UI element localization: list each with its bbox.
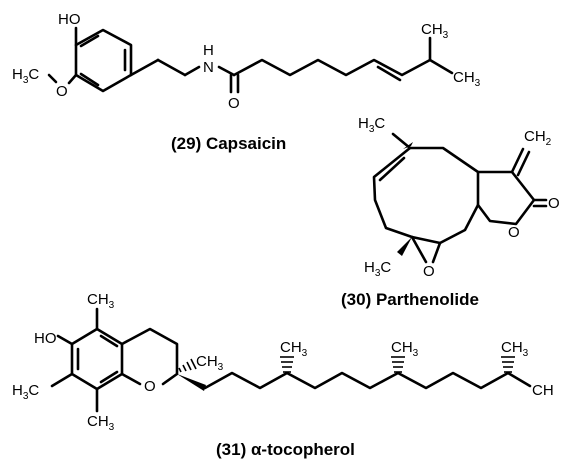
capsaicin-ring-double-bond <box>79 34 100 48</box>
parthenolide-structure: H3C CH2 O O O H3C (30) Parthenolide <box>341 115 560 309</box>
tocopherol-chain-hashed-bond <box>501 356 515 373</box>
tocopherol-ring-oxygen-label: O <box>144 378 156 395</box>
parthenolide-macrocycle <box>372 146 480 245</box>
tocopherol-chain-methyl-label: CH3 <box>391 339 419 359</box>
parthenolide-methylene-bond <box>516 150 531 177</box>
parthenolide-methyl-bottom-label: H3C <box>364 259 391 279</box>
capsaicin-methyl-bond <box>47 73 58 84</box>
capsaicin-nh-bond <box>183 65 201 77</box>
capsaicin-ether-oxygen-label: O <box>56 83 68 100</box>
capsaicin-caption: (29) Capsaicin <box>171 134 286 153</box>
capsaicin-ome-bond <box>67 73 78 85</box>
tocopherol-chain-methyl-label: CH3 <box>501 339 529 359</box>
tocopherol-structure: HO O CH3 H3C CH3 CH3 CH3 CH3 CH3 CH (31)… <box>12 291 554 459</box>
capsaicin-benzyl-bond <box>129 58 160 77</box>
capsaicin-methyl-top-label: CH3 <box>421 21 449 41</box>
tocopherol-chain-wedge <box>177 374 206 391</box>
capsaicin-ring-double-bond <box>79 72 100 87</box>
tocopherol-hashed-bond <box>178 358 197 373</box>
tocopherol-chain-methyl-label: CH3 <box>280 339 308 359</box>
parthenolide-lactone-oxygen-label: O <box>508 224 520 241</box>
tocopherol-methyl-top-label: CH3 <box>87 291 115 311</box>
capsaicin-methoxy-methyl-label: H3C <box>12 66 39 86</box>
parthenolide-caption: (30) Parthenolide <box>341 290 479 309</box>
tocopherol-chroman-ring <box>120 372 142 386</box>
tocopherol-chain-hashed-bond <box>391 356 405 373</box>
tocopherol-aromatic-ring <box>70 327 124 391</box>
tocopherol-chroman-ring <box>120 327 179 386</box>
tocopherol-chain-hashed-bond <box>280 356 294 373</box>
tocopherol-methyl-left-label: H3C <box>12 382 39 402</box>
tocopherol-hydroxyl-label: HO <box>34 330 57 347</box>
tocopherol-terminal-methyl-label: CH <box>532 382 554 399</box>
parthenolide-epoxide-bond <box>431 241 442 264</box>
parthenolide-keto-oxygen-label: O <box>548 195 560 212</box>
parthenolide-methyl-label: H3C <box>358 115 385 135</box>
capsaicin-benzyl-bond <box>156 58 187 77</box>
tocopherol-phytyl-chain <box>203 371 532 390</box>
capsaicin-structure: HO N H O O H3C CH3 CH3 (29) Capsaicin <box>12 11 481 153</box>
tocopherol-c2-methyl-label: CH3 <box>196 353 224 373</box>
parthenolide-lactone-ring <box>476 170 536 226</box>
tocopherol-methyl-bottom-label: CH3 <box>87 413 115 433</box>
capsaicin-nitrogen-label: N <box>203 59 214 76</box>
capsaicin-carbonyl-oxygen-label: O <box>228 95 240 112</box>
tocopherol-caption: (31) α-tocopherol <box>216 440 355 459</box>
capsaicin-nh-hydrogen-label: H <box>203 42 214 59</box>
tocopherol-hydroxyl-bond <box>56 334 74 346</box>
parthenolide-methylene-label: CH2 <box>524 128 552 148</box>
tocopherol-ring-double-bond <box>99 370 119 384</box>
parthenolide-epoxide-bond <box>410 235 428 264</box>
capsaicin-benzene-ring <box>74 28 133 93</box>
capsaicin-hydroxyl-label: HO <box>58 11 81 28</box>
parthenolide-methyl-bond <box>391 132 412 150</box>
capsaicin-alkyl-chain <box>232 58 454 77</box>
capsaicin-trans-double-bond <box>376 65 402 82</box>
capsaicin-methyl-right-label: CH3 <box>453 69 481 89</box>
tocopherol-methyl-bond <box>50 372 74 388</box>
parthenolide-epoxide-oxygen-label: O <box>423 263 435 280</box>
capsaicin-nh-bond <box>217 65 236 77</box>
tocopherol-ring-double-bond <box>99 334 119 348</box>
parthenolide-methyl-wedge-bottom <box>397 237 412 256</box>
parthenolide-ring-double-bond <box>378 156 406 182</box>
parthenolide-methylene-bond <box>510 147 525 174</box>
